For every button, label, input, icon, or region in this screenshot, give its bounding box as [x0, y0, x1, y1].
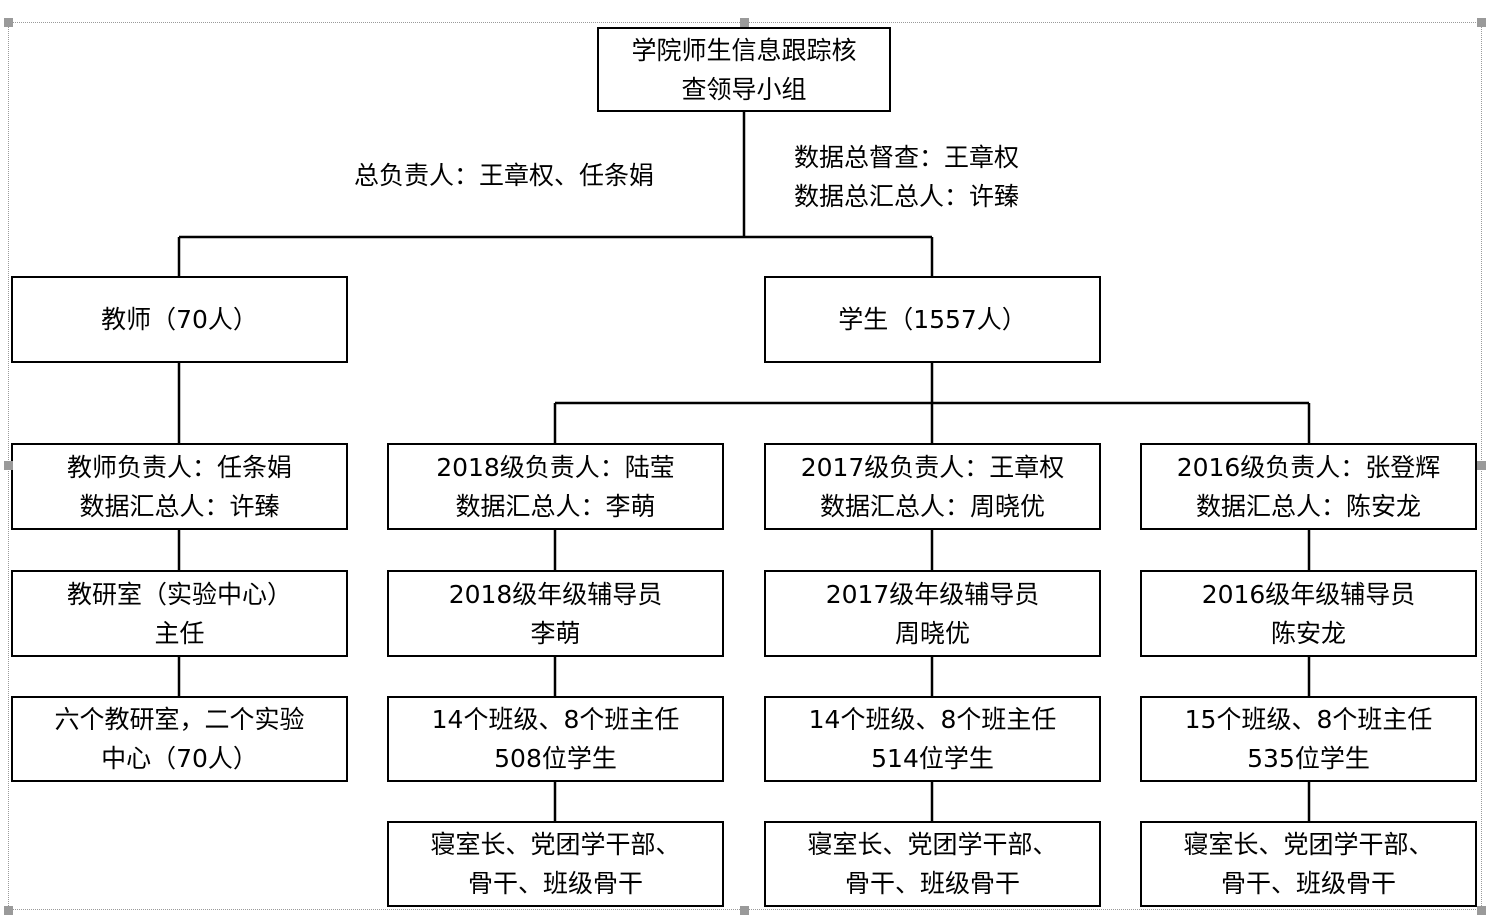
node-line: 骨干、班级骨干 — [844, 869, 1020, 898]
grade-lead-node: 2017级负责人：王章权 数据汇总人：周晓优 — [764, 443, 1101, 530]
node-line: 2016级年级辅导员 — [1201, 579, 1416, 609]
data-aggregator-label: 数据总汇总人：许臻 — [794, 182, 1020, 211]
node-line: 535位学生 — [1247, 744, 1370, 773]
grade-classes-node: 14个班级、8个班主任 514位学生 — [764, 696, 1101, 782]
grade-counselor-node: 2016级年级辅导员 陈安龙 — [1140, 570, 1477, 657]
node-line: 学院师生信息跟踪核 — [631, 35, 857, 65]
node-line: 寝室长、党团学干部、 — [430, 830, 681, 859]
teacher-lead-node: 教师负责人：任条娟 数据汇总人：许臻 — [11, 443, 348, 530]
node-line: 2018级年级辅导员 — [448, 579, 663, 609]
teaching-units-node: 六个教研室，二个实验 中心（70人） — [11, 696, 348, 782]
node-line: 数据汇总人：许臻 — [79, 491, 280, 521]
teacher-node: 教师（70人） — [11, 276, 348, 363]
resize-handle-top-right[interactable] — [1477, 18, 1486, 27]
node-line: 六个教研室，二个实验 — [54, 705, 305, 734]
node-line: 周晓优 — [894, 618, 970, 648]
teaching-office-director-node: 教研室（实验中心） 主任 — [11, 570, 348, 657]
resize-handle-bottom-center[interactable] — [740, 906, 749, 915]
grade-lead-node: 2016级负责人：张登辉 数据汇总人：陈安龙 — [1140, 443, 1477, 530]
resize-handle-top-center[interactable] — [740, 18, 749, 27]
node-line: 骨干、班级骨干 — [1220, 869, 1396, 898]
grade-counselor-node: 2018级年级辅导员 李萌 — [387, 570, 724, 657]
general-lead-label: 总负责人：王章权、任条娟 — [354, 161, 655, 190]
grade-classes-node: 14个班级、8个班主任 508位学生 — [387, 696, 724, 782]
node-line: 数据汇总人：陈安龙 — [1195, 491, 1421, 521]
node-line: 骨干、班级骨干 — [467, 869, 643, 898]
node-line: 中心（70人） — [101, 744, 258, 773]
node-line: 15个班级、8个班主任 — [1184, 705, 1433, 734]
grade-counselor-node: 2017级年级辅导员 周晓优 — [764, 570, 1101, 657]
node-line: 学生（1557人） — [838, 305, 1027, 334]
resize-handle-top-left[interactable] — [4, 18, 13, 27]
resize-handle-middle-right[interactable] — [1477, 461, 1486, 470]
node-line: 陈安龙 — [1270, 618, 1346, 648]
node-line: 教研室（实验中心） — [66, 579, 292, 609]
leadership-group-node: 学院师生信息跟踪核 查领导小组 — [597, 27, 891, 112]
node-line: 14个班级、8个班主任 — [431, 705, 680, 734]
node-line: 寝室长、党团学干部、 — [1183, 830, 1434, 859]
student-node: 学生（1557人） — [764, 276, 1101, 363]
node-line: 李萌 — [530, 618, 581, 648]
node-line: 508位学生 — [494, 744, 617, 773]
node-line: 2018级负责人：陆莹 — [436, 452, 675, 482]
node-line: 数据汇总人：李萌 — [455, 491, 656, 521]
node-line: 514位学生 — [871, 744, 994, 773]
node-line: 2017级年级辅导员 — [825, 579, 1040, 609]
node-line: 数据汇总人：周晓优 — [819, 491, 1045, 521]
grade-cadre-node: 寝室长、党团学干部、 骨干、班级骨干 — [387, 821, 724, 907]
resize-handle-bottom-right[interactable] — [1477, 906, 1486, 915]
resize-handle-middle-left[interactable] — [4, 461, 13, 470]
node-line: 主任 — [154, 618, 205, 648]
node-line: 14个班级、8个班主任 — [808, 705, 1057, 734]
node-line: 教师（70人） — [101, 305, 258, 334]
node-line: 教师负责人：任条娟 — [66, 452, 292, 482]
node-line: 查领导小组 — [681, 74, 807, 104]
data-supervisor-label: 数据总督查：王章权 — [794, 143, 1020, 172]
grade-cadre-node: 寝室长、党团学干部、 骨干、班级骨干 — [1140, 821, 1477, 907]
grade-cadre-node: 寝室长、党团学干部、 骨干、班级骨干 — [764, 821, 1101, 907]
resize-handle-bottom-left[interactable] — [4, 906, 13, 915]
grade-classes-node: 15个班级、8个班主任 535位学生 — [1140, 696, 1477, 782]
grade-lead-node: 2018级负责人：陆莹 数据汇总人：李萌 — [387, 443, 724, 530]
node-line: 2016级负责人：张登辉 — [1176, 452, 1441, 482]
node-line: 2017级负责人：王章权 — [800, 452, 1065, 482]
node-line: 寝室长、党团学干部、 — [807, 830, 1058, 859]
